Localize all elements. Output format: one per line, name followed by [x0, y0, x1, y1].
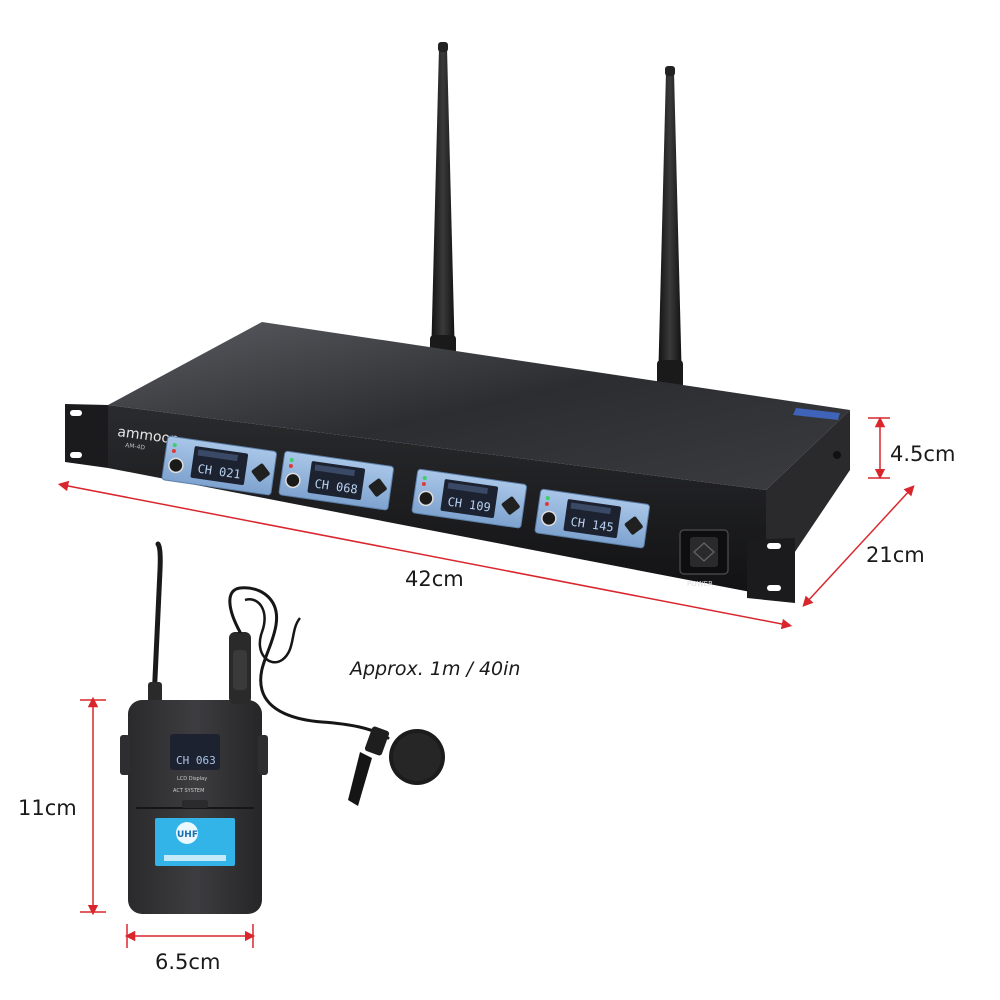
- lavalier-microphone: [228, 586, 445, 806]
- bodypack-transmitter: CH 063 LCD Display ACT SYSTEM UHF: [120, 541, 268, 914]
- width-dimension-line: [57, 480, 793, 630]
- receiver-height-label: 4.5cm: [890, 442, 956, 466]
- transmitter-lcd-label: LCD Display: [177, 776, 207, 782]
- transmitter-width-label: 6.5cm: [155, 950, 221, 974]
- power-button[interactable]: [679, 529, 729, 575]
- depth-dimension-line: [802, 485, 915, 607]
- receiver-width-label: 42cm: [405, 567, 464, 591]
- transmitter-lcd: CH 063: [176, 754, 216, 767]
- receiver-antennas: [430, 42, 683, 390]
- model-label: AM-4D: [125, 442, 146, 452]
- volume-knob[interactable]: [168, 457, 184, 474]
- receiver-depth-label: 21cm: [866, 543, 925, 567]
- channel-lcd: CH 021: [197, 462, 242, 482]
- uhf-badge: UHF: [177, 830, 198, 840]
- power-label: POWER: [687, 580, 713, 588]
- dimension-lines: [57, 416, 915, 948]
- cable-length-label: Approx. 1m / 40in: [350, 658, 521, 680]
- transmitter-height-label: 11cm: [18, 796, 77, 820]
- channel-module: CH 021: [161, 435, 277, 496]
- transmitter-system-label: ACT SYSTEM: [173, 788, 204, 794]
- channel-nav-pad[interactable]: [251, 463, 271, 483]
